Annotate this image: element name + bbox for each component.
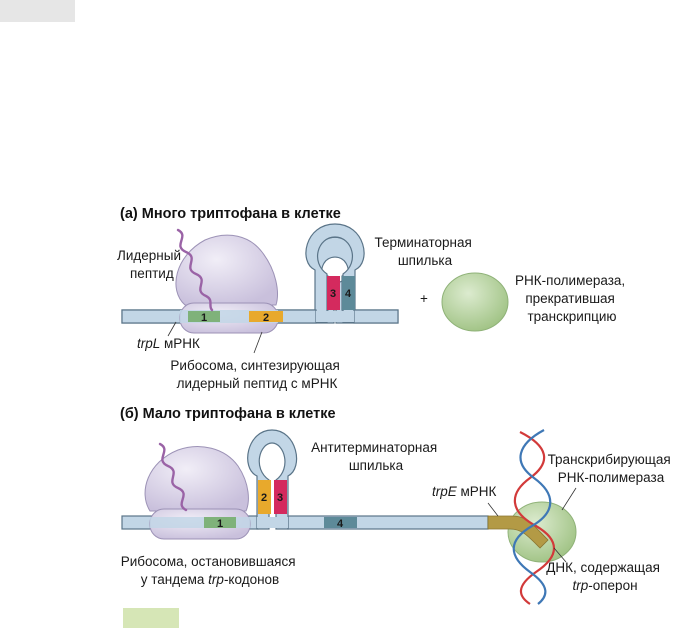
panel-b-antiterminator-loop [247,429,298,530]
panel-b-polymerase [507,501,577,563]
panel-b-leader-peptide [158,442,188,512]
panel-b-mrna-through-ribosome [150,517,250,528]
panel-b-antiterminator-label: Антитерминаторная шпилька [311,440,441,473]
panel-a-polymerase-label: РНК-полимераза, прекратившая транскрипци… [515,273,629,324]
panel-a-terminator-label: Терминаторная шпилька [374,235,475,268]
panel-a-leader-peptide [176,228,214,312]
panel-a-mrna-right [353,309,399,324]
panel-a-region-3-label: 3 [330,288,336,300]
panel-b-mrna-joint [257,517,288,528]
panel-b-trpE-pointer [487,502,499,517]
panel-b-region-4-label: 4 [337,518,344,530]
panel-b-polymerase-label: Транскрибирующая РНК-полимераза [548,452,675,485]
panel-b-title: (б) Мало триптофана в клетке [120,406,336,422]
bottom-color-swatch [123,608,179,628]
panel-a-region-1 [188,311,220,322]
panel-b-region-2 [258,480,271,514]
panel-a-ribosome-pointer [253,331,263,354]
panel-a-trpL-pointer [167,321,177,337]
panel-a-plus-sign: + [420,291,428,306]
panel-a-trpL-label: trpL мРНК [137,336,200,351]
panel-b-region-4 [324,517,357,528]
panel-b-polymerase-pointer [561,487,577,511]
panel-b-dna-label: ДНК, содержащая trp-оперон [546,560,664,593]
panel-b-region-3 [274,480,287,514]
panel-a-polymerase [441,272,509,332]
panel-b-dna-strand-blue [512,429,552,605]
panel-b-region-1-label: 1 [217,518,223,530]
panel-a-region-4 [342,276,355,310]
panel-b-region-1 [204,517,236,528]
panel-a-region-2 [249,311,283,322]
panel-a-title: (а) Много триптофана в клетке [120,206,341,222]
panel-b-dna-pointer [553,547,567,563]
panel-a-ribosome-label: Рибосома, синтезирующая лидерный пептид … [170,358,343,391]
panel-b-mrna-right [287,515,489,530]
panel-a-region-4-label: 4 [345,288,352,300]
panel-a-mrna-joint [316,311,354,322]
panel-b-dna-strand-red [513,431,555,605]
panel-a-leader-peptide-label: Лидерный пептид [117,248,185,281]
top-corner-swatch [0,0,75,22]
panel-b-ribosome-label: Рибосома, остановившаяся у тандема trp-к… [121,554,300,587]
panel-b-region-2-label: 2 [261,492,267,504]
panel-a-region-2-label: 2 [263,312,269,324]
panel-a-region-1-label: 1 [201,312,207,324]
panel-b-ribosome [144,446,249,512]
panel-b-region-3-label: 3 [277,492,283,504]
panel-a-region-3 [327,276,340,310]
panel-b-trpE-label: trpE мРНК [432,484,497,499]
